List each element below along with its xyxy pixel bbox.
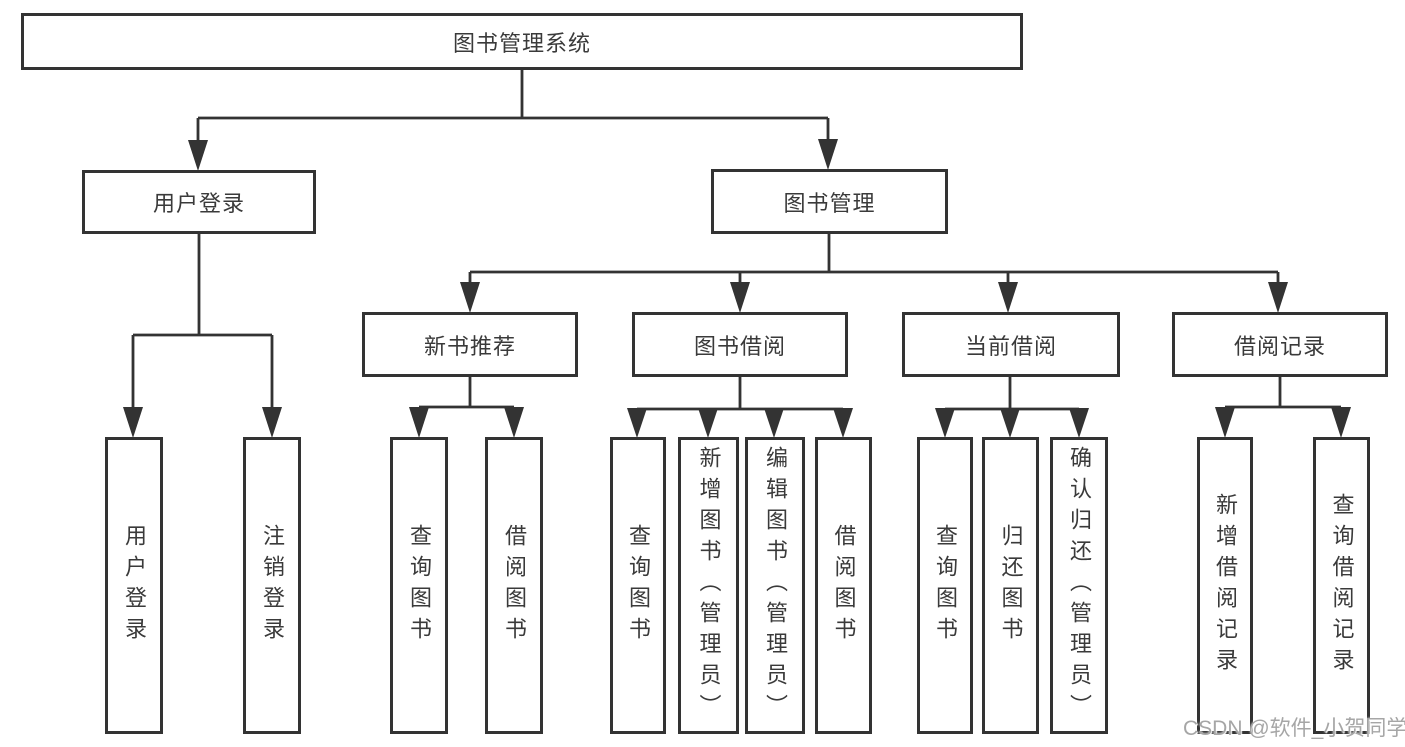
node-leaf-query-borrow-record: 查询借阅记录 [1313,437,1370,734]
arrow-down-icon [627,408,647,438]
node-label: 查询图书 [933,523,958,648]
node-leaf-add-borrow-record: 新增借阅记录 [1197,437,1253,734]
node-label: 注销登录 [260,523,285,648]
node-leaf-current-query-book: 查询图书 [917,437,973,734]
arrow-down-icon [1215,407,1235,438]
node-leaf-borrow-book: 借阅图书 [815,437,872,734]
node-leaf-confirm-return-admin: 确认归还（管理员） [1050,437,1108,734]
arrow-down-icon [998,282,1018,313]
node-book-borrow: 图书借阅 [632,312,848,377]
node-label: 用户登录 [122,523,147,648]
arrow-down-icon [764,408,784,438]
node-leaf-add-book-admin: 新增图书（管理员） [678,437,739,734]
node-new-book-recommend: 新书推荐 [362,312,578,377]
node-label: 图书管理 [783,190,876,216]
node-user-login: 用户登录 [82,170,316,234]
node-label: 新增借阅记录 [1213,492,1238,679]
node-label: 图书借阅 [693,333,786,359]
arrow-down-icon [262,407,282,438]
arrow-down-icon [188,140,208,171]
arrow-down-icon [1268,282,1288,313]
arrow-down-icon [1331,407,1351,438]
node-label: 编辑图书（管理员） [763,446,788,725]
node-leaf-recommend-borrow-book: 借阅图书 [485,437,543,734]
node-book-management: 图书管理 [711,169,948,234]
node-leaf-recommend-query-book: 查询图书 [390,437,448,734]
node-label: 归还图书 [998,523,1024,648]
arrow-down-icon [123,407,143,438]
node-label: 借阅图书 [831,523,857,648]
node-leaf-edit-book-admin: 编辑图书（管理员） [745,437,805,734]
node-label: 用户登录 [152,191,245,216]
node-borrow-record: 借阅记录 [1172,312,1388,377]
node-library-management-system: 图书管理系统 [21,13,1023,70]
csdn-watermark: CSDN @软件_小贺同学 [1183,717,1405,740]
arrow-down-icon [730,282,750,313]
node-label: 当前借阅 [964,333,1057,359]
node-label: 借阅图书 [502,523,527,648]
node-leaf-return-book: 归还图书 [982,437,1039,734]
arrow-down-icon [833,408,853,438]
arrow-down-icon [409,407,429,438]
node-leaf-user-login: 用户登录 [105,437,163,734]
arrow-down-icon [1069,408,1089,438]
node-label: 新书推荐 [423,333,516,359]
arrow-down-icon [1000,408,1020,438]
node-label: 图书管理系统 [452,30,591,56]
node-label: 新增图书（管理员） [696,446,722,725]
node-label: 确认归还（管理员） [1067,446,1092,725]
node-leaf-logout: 注销登录 [243,437,301,734]
arrow-down-icon [460,282,480,313]
arrow-down-icon [698,408,718,438]
arrow-down-icon [818,139,838,170]
node-label: 查询图书 [407,523,432,648]
node-label: 查询图书 [626,523,651,648]
arrow-down-icon [504,407,524,438]
node-leaf-borrow-query-book: 查询图书 [610,437,666,734]
node-label: 借阅记录 [1233,333,1326,359]
arrow-down-icon [935,408,955,438]
node-current-borrow: 当前借阅 [902,312,1120,377]
node-label: 查询借阅记录 [1329,492,1355,679]
